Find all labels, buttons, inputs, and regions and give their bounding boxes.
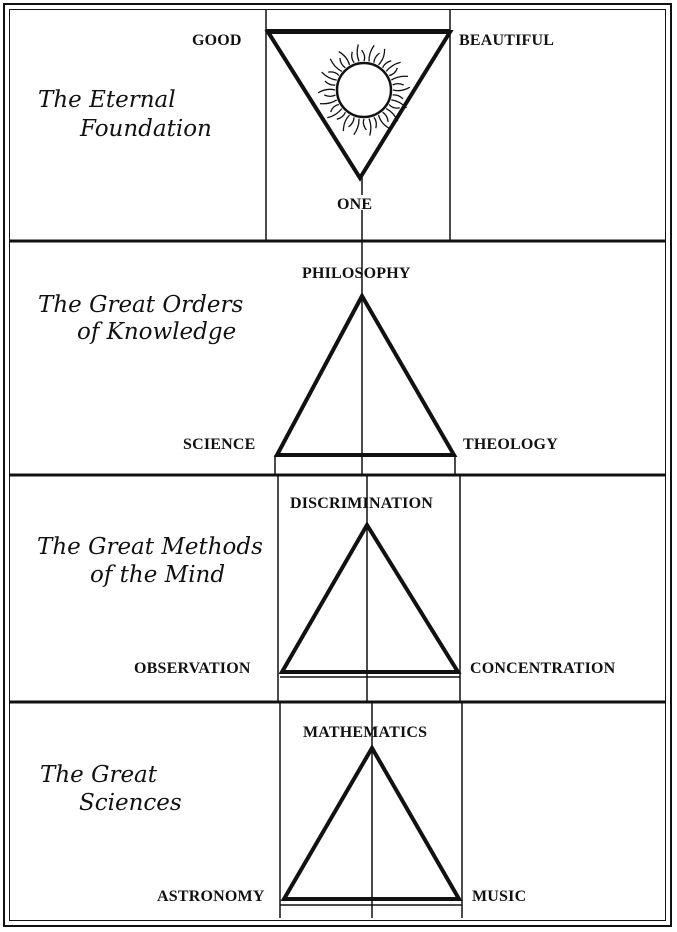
label-astronomy: ASTRONOMY bbox=[157, 888, 265, 905]
sun-ray bbox=[388, 104, 400, 109]
sun-ray bbox=[353, 118, 360, 136]
sun-ray bbox=[385, 108, 399, 122]
label-beautiful: BEAUTIFUL bbox=[459, 32, 555, 49]
sun-ray bbox=[392, 86, 411, 92]
sun-ray bbox=[373, 52, 380, 63]
sun-ray bbox=[319, 99, 338, 105]
sun-ray bbox=[336, 111, 347, 120]
sun-ray bbox=[338, 51, 351, 66]
label-concentration: CONCENTRATION bbox=[470, 660, 616, 677]
sun-ray bbox=[388, 67, 399, 77]
sun-ray bbox=[351, 51, 355, 64]
sun-ray bbox=[392, 83, 404, 86]
sun-ray bbox=[327, 108, 343, 119]
label-discrimination: DISCRIMINATION bbox=[290, 495, 433, 512]
label-theology: THEOLOGY bbox=[463, 436, 558, 453]
sun-ray bbox=[348, 117, 355, 128]
label-philosophy: PHILOSOPHY bbox=[302, 265, 411, 282]
label-mathematics: MATHEMATICS bbox=[303, 724, 428, 741]
triangle-sciences bbox=[280, 744, 463, 901]
sun-ray bbox=[385, 61, 401, 72]
sun-ray bbox=[381, 60, 392, 69]
sun-ray bbox=[391, 99, 407, 109]
outer-border bbox=[3, 3, 672, 927]
sun-ray bbox=[328, 71, 340, 76]
sun-ray bbox=[317, 88, 336, 94]
triangle-knowledge bbox=[273, 291, 458, 457]
sun-ray bbox=[373, 116, 377, 129]
label-science: SCIENCE bbox=[183, 436, 256, 453]
inverted-triangle-foundation bbox=[264, 30, 454, 182]
heading-eternal-line2: Foundation bbox=[80, 116, 212, 142]
sun-ray bbox=[329, 103, 340, 113]
heading-methods-line1: The Great Methods bbox=[37, 534, 263, 560]
label-one: ONE bbox=[337, 196, 373, 213]
sun-ray bbox=[377, 114, 390, 129]
sun-ray bbox=[392, 94, 404, 100]
sun-ray bbox=[339, 58, 346, 69]
heading-knowledge-line2: of Knowledge bbox=[77, 319, 237, 345]
sun-ray bbox=[321, 71, 337, 81]
sun-ray bbox=[356, 44, 360, 62]
heading-eternal-line1: The Eternal bbox=[38, 87, 176, 113]
heading-knowledge-line1: The Great Orders bbox=[38, 292, 244, 318]
sun-ray bbox=[324, 80, 336, 86]
sun-ray bbox=[390, 75, 409, 81]
sun-ray bbox=[362, 118, 367, 131]
triangle-methods bbox=[278, 521, 462, 674]
sun-ray bbox=[324, 94, 336, 97]
sun-ray bbox=[368, 44, 375, 62]
heading-sciences-line2: Sciences bbox=[79, 790, 182, 816]
heading-sciences-line1: The Great bbox=[40, 762, 158, 788]
inner-border bbox=[9, 9, 666, 921]
sun-ray bbox=[342, 114, 350, 132]
sun-ray bbox=[378, 48, 386, 66]
heading-methods-line2: of the Mind bbox=[90, 562, 226, 588]
sun-ray bbox=[382, 111, 389, 122]
label-observation: OBSERVATION bbox=[134, 660, 251, 677]
sun-ray bbox=[329, 58, 343, 72]
label-music: MUSIC bbox=[472, 888, 527, 905]
sun-ray bbox=[368, 118, 372, 136]
sun-icon bbox=[317, 44, 411, 136]
label-good: GOOD bbox=[192, 32, 242, 49]
sun-ray bbox=[361, 49, 366, 62]
